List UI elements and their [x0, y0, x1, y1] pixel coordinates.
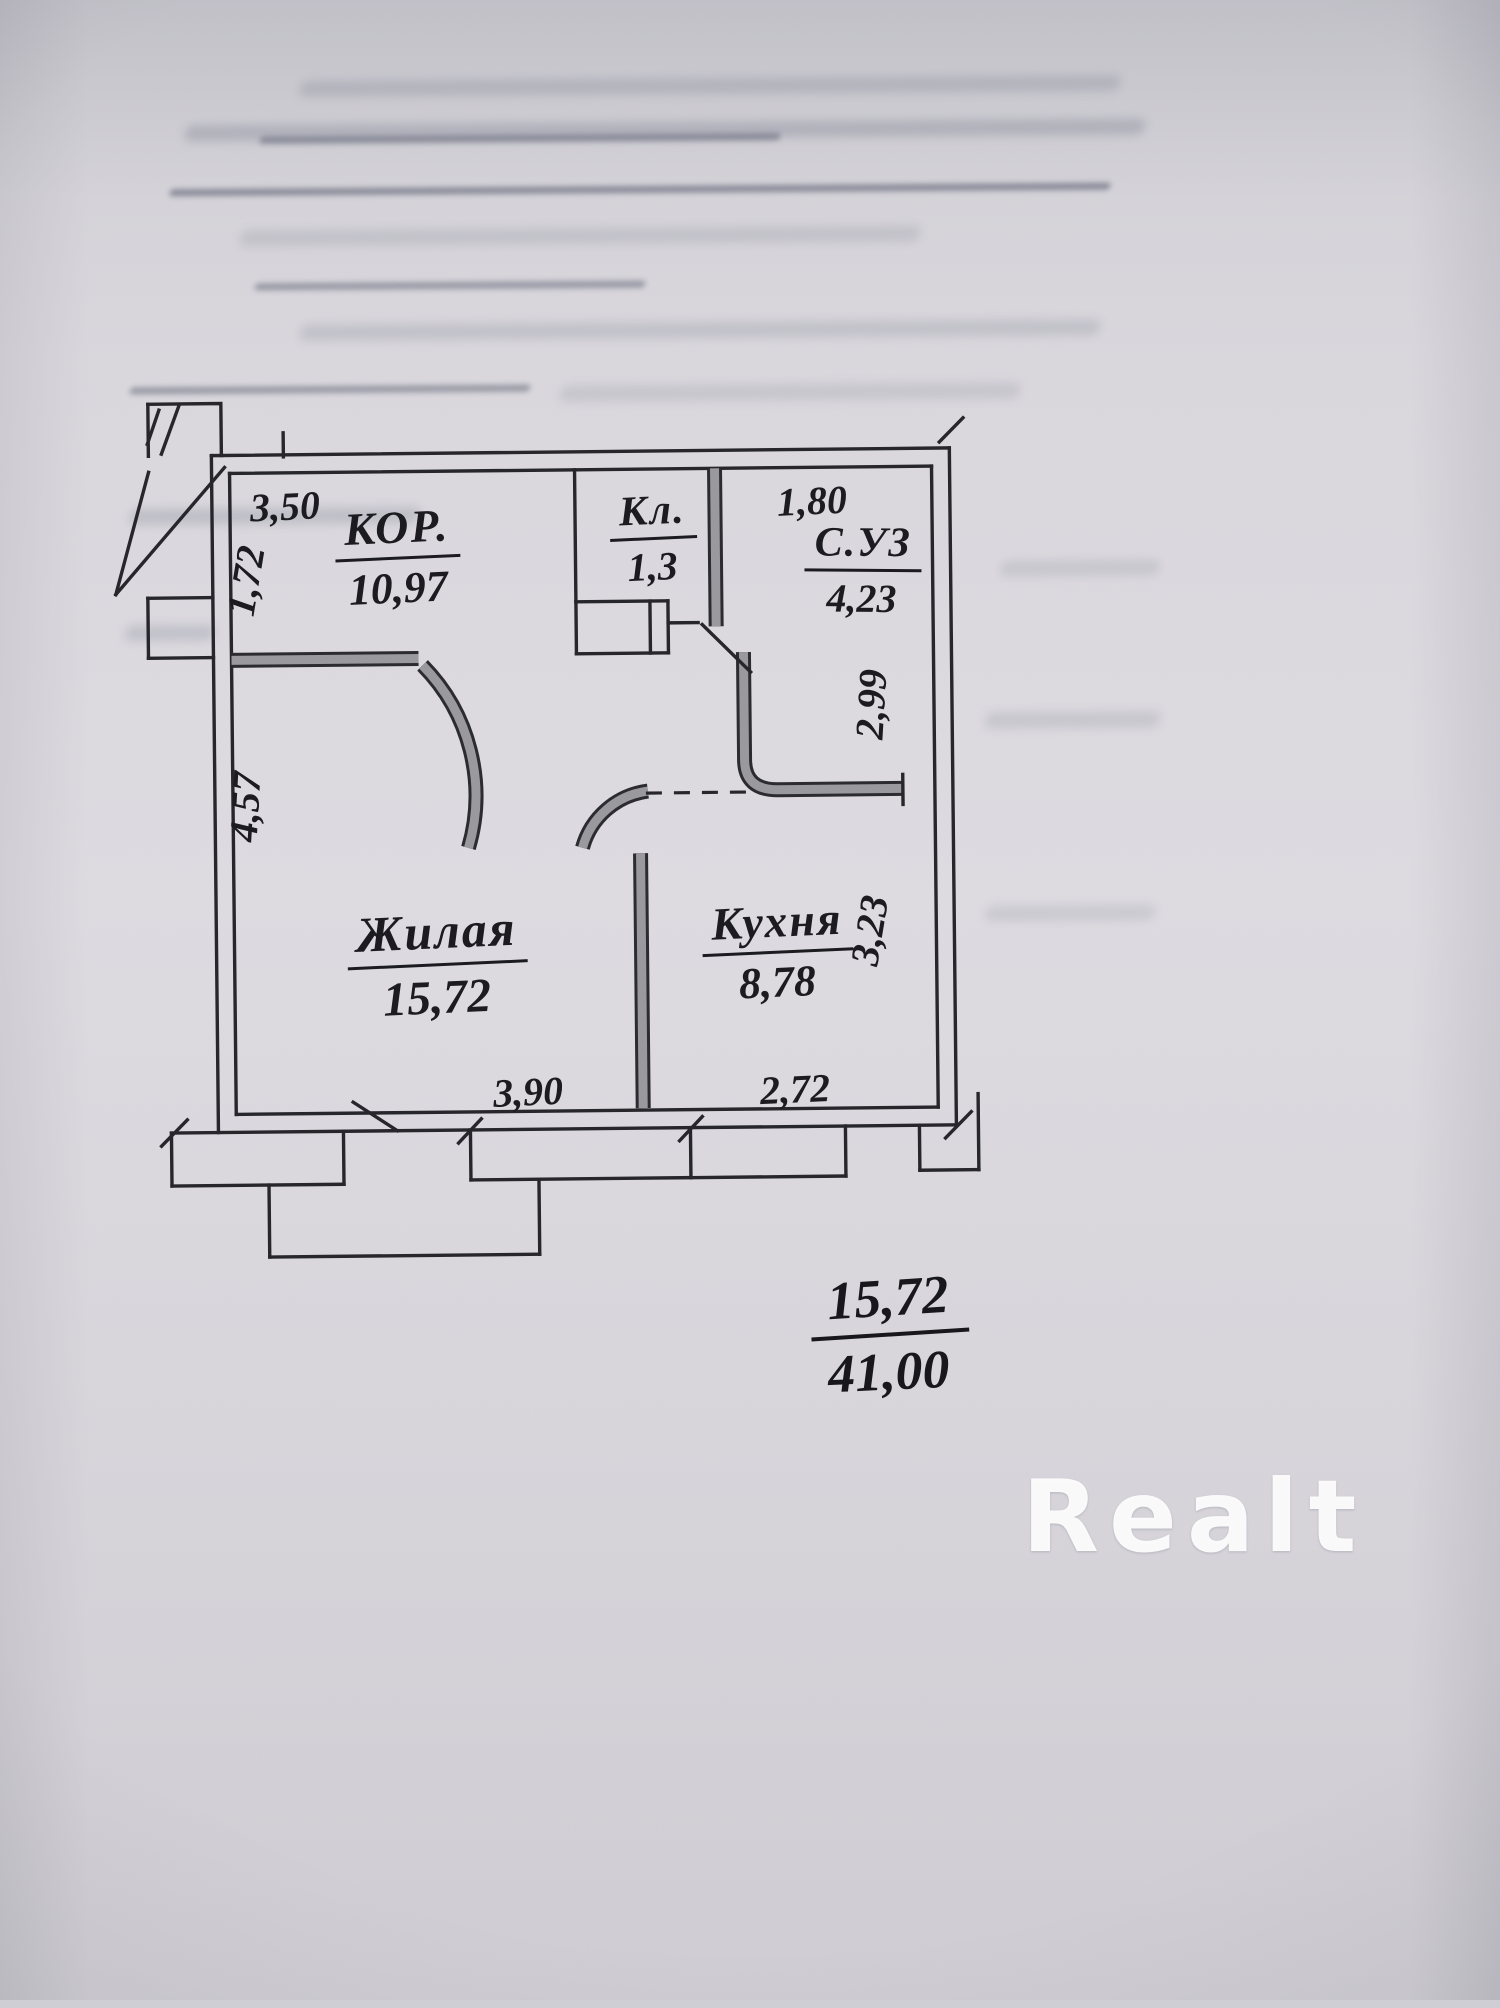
dimension-bottom-left: 3,90	[467, 1066, 589, 1118]
room-name-closet: Кл.	[608, 485, 697, 542]
room-area-kitchen: 8,78	[738, 956, 817, 1010]
realt-watermark-logo: Realt	[1022, 1458, 1366, 1575]
room-name-corridor: КОР.	[333, 499, 461, 563]
dimension-left-lower: 4,57	[218, 746, 272, 869]
room-name-living: Жилая	[345, 899, 528, 970]
dimension-bottom-right: 2,72	[734, 1063, 856, 1115]
area-summary: 15,72 41,00	[783, 1265, 994, 1403]
room-label-living: Жилая 15,72	[321, 902, 552, 1026]
dimension-right-upper: 2,99	[844, 643, 898, 766]
room-area-corridor: 10,97	[347, 561, 448, 616]
door-leaves	[348, 624, 755, 1131]
room-area-living: 15,72	[382, 967, 492, 1027]
room-label-closet: Кл. 1,3	[597, 486, 708, 590]
room-label-bathroom: С.УЗ 4,23	[786, 516, 940, 625]
summary-total-area: 41,00	[827, 1338, 951, 1405]
dashed-opening	[646, 792, 754, 793]
window-bays	[171, 1094, 980, 1258]
room-area-closet: 1,3	[627, 543, 679, 591]
room-name-bathroom: С.УЗ	[805, 518, 922, 572]
room-name-kitchen: Кухня	[700, 892, 854, 957]
summary-living-area: 15,72	[807, 1262, 969, 1342]
room-area-bathroom: 4,23	[826, 576, 896, 622]
entry-and-left-notch	[114, 403, 227, 658]
dimension-top-right: 1,80	[751, 475, 873, 527]
